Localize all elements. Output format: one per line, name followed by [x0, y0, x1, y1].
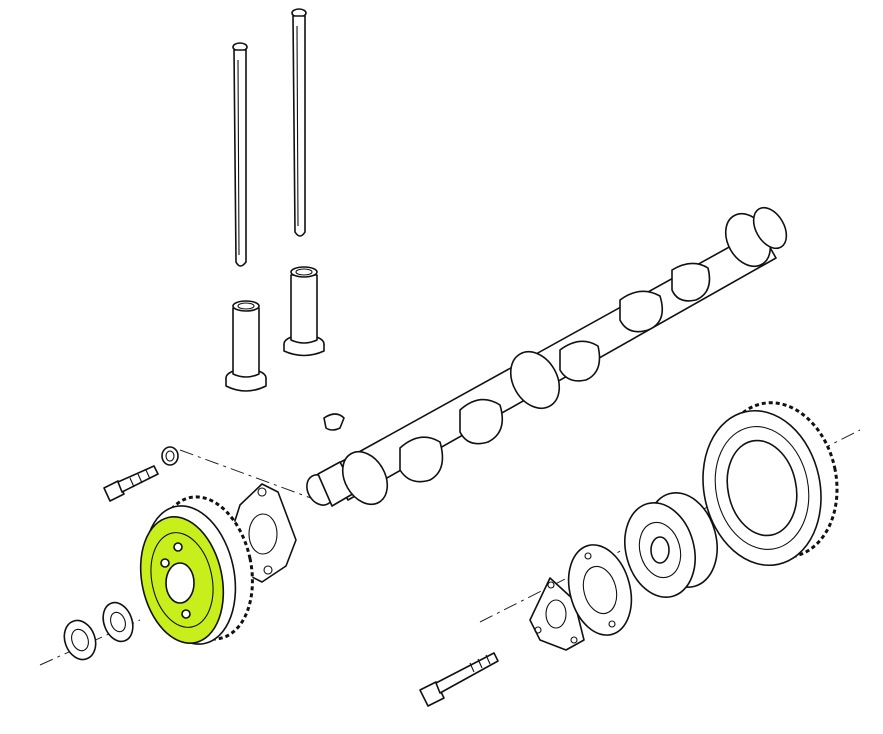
camshaft-gear — [139, 495, 254, 645]
flange-plate — [529, 577, 585, 651]
pushrod-left — [232, 42, 248, 267]
washer — [102, 601, 134, 643]
tappet-right — [283, 266, 325, 357]
spacer-plate — [567, 544, 633, 636]
tappet-left — [225, 300, 267, 392]
nut — [63, 619, 97, 661]
drive-gear — [702, 401, 839, 567]
camshaft — [306, 206, 788, 507]
woodruff-key — [323, 413, 345, 431]
lock-washer — [161, 446, 179, 466]
hub — [624, 492, 718, 598]
bolt — [103, 465, 159, 502]
pushrod-right — [291, 8, 307, 237]
long-bolt — [419, 652, 499, 707]
